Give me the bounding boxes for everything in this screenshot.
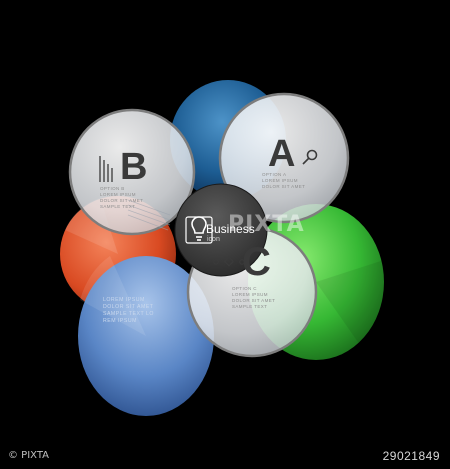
- blue-light-facet: [80, 256, 146, 336]
- center-subtitle: icon: [207, 236, 220, 243]
- lightbulb-icon: [185, 216, 213, 244]
- pixta-watermark: PIXTA: [228, 212, 305, 237]
- center-title: Business: [206, 222, 255, 236]
- footer-credit: © PIXTA: [8, 450, 50, 461]
- center-circle: [174, 183, 268, 277]
- caption-blue: LOREM IPSUM DOLOR SIT AMET SAMPLE TEXT L…: [103, 297, 154, 324]
- bar-lines-icon: [99, 156, 113, 182]
- orange-facet: [65, 198, 118, 254]
- glass-circle-b: [68, 108, 196, 236]
- caption-a: OPTION A LOREM IPSUM DOLOR SIT AMET: [262, 172, 306, 189]
- hatch-decoration: [127, 199, 171, 231]
- magnifier-icon: [302, 149, 318, 165]
- caption-b: OPTION B LOREM IPSUM DOLOR SIT AMET SAMP…: [100, 186, 144, 209]
- glass-circle-a: [218, 92, 350, 224]
- letter-a: A: [268, 133, 296, 175]
- letter-b: B: [120, 146, 148, 188]
- footer-image-id: 29021849: [382, 449, 440, 463]
- letter-c: C: [242, 240, 271, 284]
- blue-light-disc: [78, 256, 214, 416]
- footer-bar: © PIXTA 29021849: [0, 441, 450, 469]
- diamond-dots-icon: [213, 256, 245, 267]
- green-facet: [316, 260, 387, 345]
- caption-c: OPTION C LOREM IPSUM DOLOR SIT AMET SAMP…: [232, 286, 276, 309]
